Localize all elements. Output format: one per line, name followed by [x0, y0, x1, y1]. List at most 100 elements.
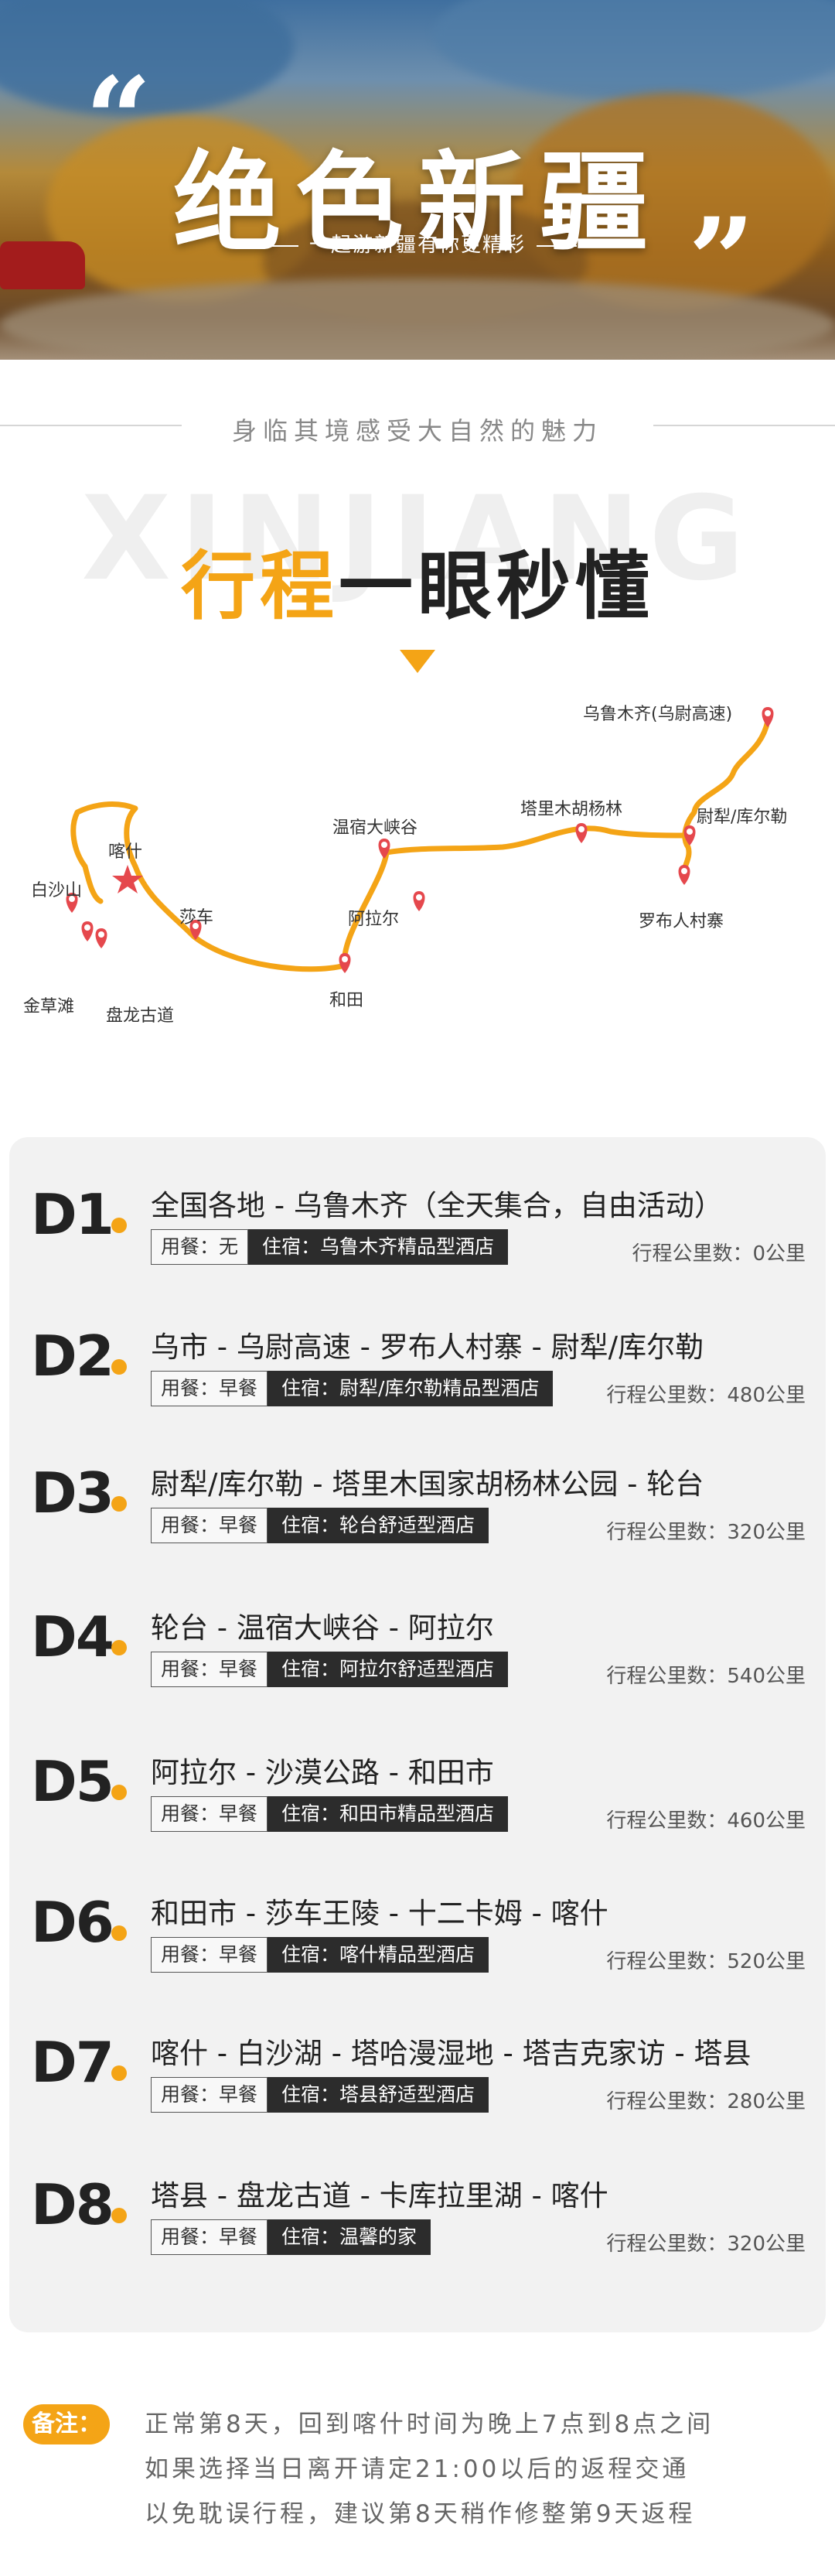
day-tags: 用餐：早餐 住宿：轮台舒适型酒店: [151, 1508, 489, 1543]
day-route: 乌市 - 乌尉高速 - 罗布人村寨 - 尉犁/库尔勒: [151, 1331, 704, 1364]
note-line: 正常第8天，回到喀什时间为晚上7点到8点之间: [145, 2410, 714, 2438]
hotel-tag: 住宿：尉犁/库尔勒精品型酒店: [268, 1371, 554, 1406]
day-label: D5: [31, 1749, 114, 1814]
map-pin-jincao: [81, 921, 94, 941]
map-label-wensu: 温宿大峡谷: [332, 818, 418, 838]
tagline: 身临其境感受大自然的魅力: [231, 416, 603, 446]
note-line: 以免耽误行程，建议第8天稍作修整第9天返程: [145, 2500, 696, 2528]
itinerary-day: D6 和田市 - 莎车王陵 - 十二卡姆 - 喀什 用餐：早餐 住宿：喀什精品型…: [9, 1845, 826, 1976]
map-label-jincao: 金草滩: [23, 997, 74, 1016]
map-label-hetian: 和田: [329, 991, 363, 1010]
bullet-dot-icon: [111, 1359, 127, 1375]
bullet-dot-icon: [111, 1218, 127, 1233]
day-tags: 用餐：早餐 住宿：温馨的家: [151, 2219, 431, 2255]
map-pin-tarim: [575, 823, 588, 843]
heading-rest: 一眼秒懂: [339, 543, 654, 630]
star-icon: [112, 865, 143, 893]
hotel-tag: 住宿：塔县舒适型酒店: [268, 2077, 489, 2113]
map-pin-aksu: [413, 891, 425, 911]
day-label: D3: [31, 1461, 114, 1525]
meal-tag: 用餐：无: [151, 1229, 249, 1265]
map-label-baisha: 白沙山: [31, 881, 82, 900]
map-label-shache: 莎车: [179, 908, 213, 928]
meal-tag: 用餐：早餐: [151, 2077, 268, 2113]
day-label: D6: [31, 1890, 114, 1955]
map-pin-lop: [678, 865, 690, 885]
day-distance: 行程公里数：460公里: [606, 1809, 806, 1833]
itinerary-day: D8 塔县 - 盘龙古道 - 卡库拉里湖 - 喀什 用餐：早餐 住宿：温馨的家 …: [9, 2127, 826, 2259]
map-pin-panlong: [95, 928, 107, 948]
day-route: 尉犁/库尔勒 - 塔里木国家胡杨林公园 - 轮台: [151, 1467, 704, 1501]
hotel-tag: 住宿：温馨的家: [268, 2219, 431, 2255]
day-tags: 用餐：早餐 住宿：阿拉尔舒适型酒店: [151, 1652, 509, 1687]
section-heading: 行程一眼秒懂: [0, 526, 835, 634]
itinerary-day: D1 全国各地 - 乌鲁木齐（全天集合，自由活动） 用餐：无 住宿：乌鲁木齐精品…: [9, 1137, 826, 1269]
day-route: 阿拉尔 - 沙漠公路 - 和田市: [151, 1756, 494, 1789]
map-label-kashgar: 喀什: [108, 842, 142, 862]
day-distance: 行程公里数：320公里: [606, 2233, 806, 2256]
day-tags: 用餐：早餐 住宿：喀什精品型酒店: [151, 1937, 489, 1973]
divider-right: [653, 425, 835, 426]
bullet-dot-icon: [111, 2065, 127, 2081]
map-pin-urumqi: [762, 707, 774, 727]
itinerary-day: D3 尉犁/库尔勒 - 塔里木国家胡杨林公园 - 轮台 用餐：早餐 住宿：轮台舒…: [9, 1416, 826, 1547]
day-distance: 行程公里数：480公里: [606, 1384, 806, 1407]
itinerary-day: D2 乌市 - 乌尉高速 - 罗布人村寨 - 尉犁/库尔勒 用餐：早餐 住宿：尉…: [9, 1279, 826, 1410]
day-route: 塔县 - 盘龙古道 - 卡库拉里湖 - 喀什: [151, 2179, 608, 2212]
day-label: D7: [31, 2030, 114, 2095]
note-badge: 备注：: [23, 2404, 110, 2444]
tagline-row: 身临其境感受大自然的魅力: [0, 402, 835, 449]
day-distance: 行程公里数：520公里: [606, 1950, 806, 1973]
route-map: 乌鲁木齐(乌尉高速) 塔里木胡杨林 尉犁/库尔勒 罗布人村寨 温宿大峡谷 阿拉尔…: [23, 705, 787, 1026]
day-distance: 行程公里数：540公里: [606, 1665, 806, 1688]
day-label: D4: [31, 1604, 114, 1669]
day-distance: 行程公里数：320公里: [606, 1521, 806, 1544]
close-quote-mark: ”: [688, 193, 755, 329]
itinerary-day: D7 喀什 - 白沙湖 - 塔哈漫湿地 - 塔吉克家访 - 塔县 用餐：早餐 住…: [9, 1985, 826, 2116]
map-label-urumqi: 乌鲁木齐(乌尉高速): [583, 705, 732, 724]
route-line: [70, 718, 771, 972]
day-route: 和田市 - 莎车王陵 - 十二卡姆 - 喀什: [151, 1897, 608, 1930]
meal-tag: 用餐：早餐: [151, 1937, 268, 1973]
meal-tag: 用餐：早餐: [151, 1652, 268, 1687]
meal-tag: 用餐：早餐: [151, 1796, 268, 1832]
day-route: 喀什 - 白沙湖 - 塔哈漫湿地 - 塔吉克家访 - 塔县: [151, 2037, 752, 2070]
divider-left: [0, 425, 182, 426]
map-label-yuli: 尉犁/库尔勒: [697, 808, 787, 827]
hotel-tag: 住宿：阿拉尔舒适型酒店: [268, 1652, 509, 1687]
map-label-aksu: 阿拉尔: [348, 910, 399, 929]
meal-tag: 用餐：早餐: [151, 1508, 268, 1543]
day-route: 轮台 - 温宿大峡谷 - 阿拉尔: [151, 1611, 494, 1645]
hotel-tag: 住宿：和田市精品型酒店: [268, 1796, 509, 1832]
hero-banner: “ ” 绝色新疆 一起游新疆有你更精彩: [0, 0, 835, 360]
itinerary-card: D1 全国各地 - 乌鲁木齐（全天集合，自由活动） 用餐：无 住宿：乌鲁木齐精品…: [9, 1137, 826, 2332]
note-line: 如果选择当日离开请定21:00以后的返程交通: [145, 2455, 690, 2483]
bullet-dot-icon: [111, 1785, 127, 1800]
day-tags: 用餐：无 住宿：乌鲁木齐精品型酒店: [151, 1229, 509, 1265]
hotel-tag: 住宿：乌鲁木齐精品型酒店: [248, 1229, 509, 1265]
day-label: D1: [31, 1182, 114, 1247]
map-label-lop: 罗布人村寨: [639, 912, 724, 931]
hotel-tag: 住宿：喀什精品型酒店: [268, 1937, 489, 1973]
bullet-dot-icon: [111, 1496, 127, 1512]
day-distance: 行程公里数：0公里: [632, 1242, 806, 1266]
day-tags: 用餐：早餐 住宿：和田市精品型酒店: [151, 1796, 509, 1832]
day-label: D2: [31, 1324, 114, 1389]
meal-tag: 用餐：早餐: [151, 2219, 268, 2255]
open-quote-mark: “: [85, 52, 152, 188]
down-arrow-icon: [400, 650, 435, 673]
itinerary-day: D5 阿拉尔 - 沙漠公路 - 和田市 用餐：早餐 住宿：和田市精品型酒店 行程…: [9, 1704, 826, 1836]
page-subtitle-text: 一起游新疆有你更精彩: [308, 234, 526, 257]
background-watermark-text: XINJIANG: [81, 472, 754, 606]
bullet-dot-icon: [111, 1640, 127, 1655]
bullet-dot-icon: [111, 1925, 127, 1941]
bullet-dot-icon: [111, 2208, 127, 2223]
itinerary-day: D4 轮台 - 温宿大峡谷 - 阿拉尔 用餐：早餐 住宿：阿拉尔舒适型酒店 行程…: [9, 1560, 826, 1691]
day-distance: 行程公里数：280公里: [606, 2090, 806, 2113]
day-tags: 用餐：早餐 住宿：尉犁/库尔勒精品型酒店: [151, 1371, 554, 1406]
page-subtitle: 一起游新疆有你更精彩: [0, 229, 835, 258]
map-label-panlong: 盘龙古道: [106, 1006, 174, 1026]
day-route: 全国各地 - 乌鲁木齐（全天集合，自由活动）: [151, 1189, 723, 1222]
day-label: D8: [31, 2172, 114, 2237]
meal-tag: 用餐：早餐: [151, 1371, 268, 1406]
